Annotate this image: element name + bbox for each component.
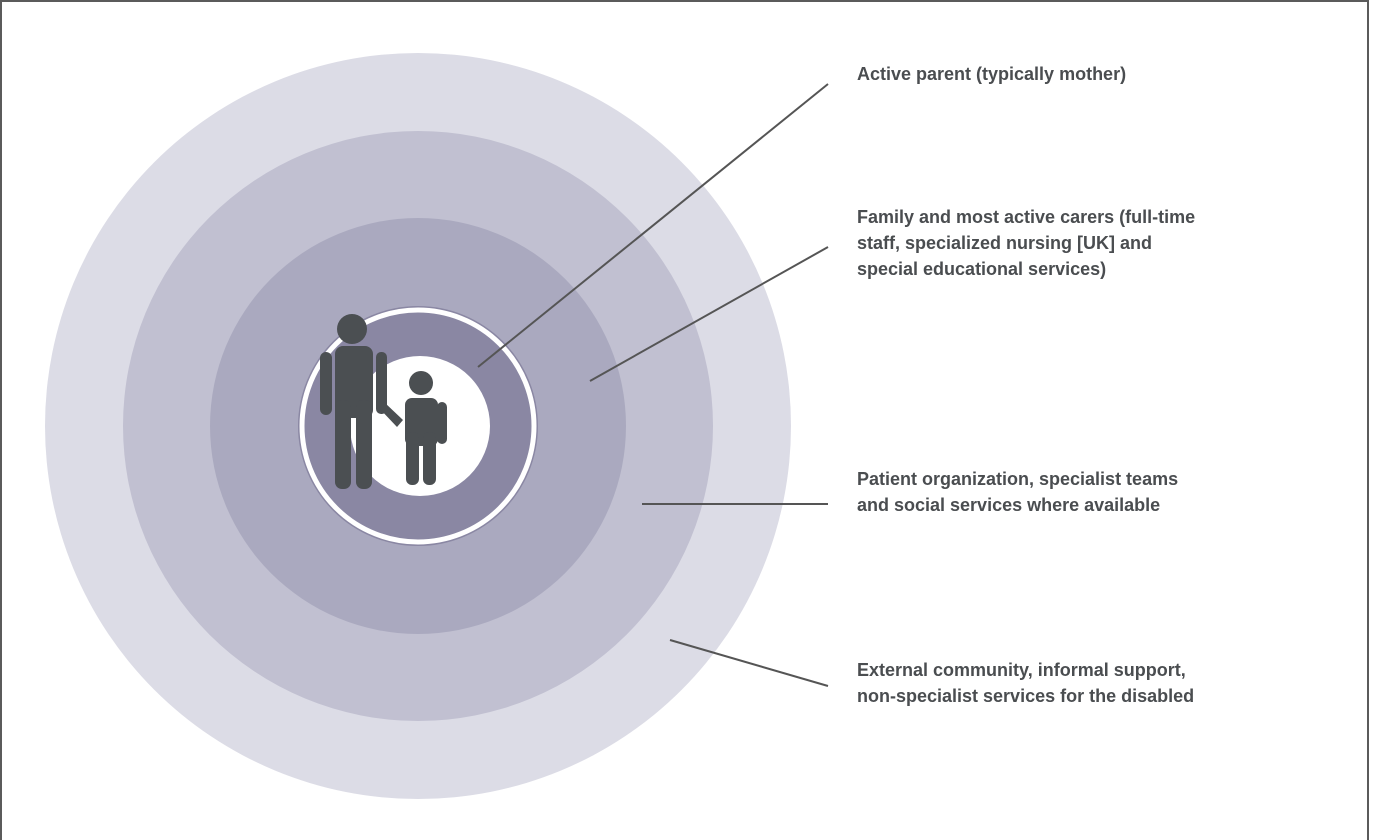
leader-lines [477,83,829,687]
leader-line-external-community [669,639,829,687]
label-family-carers: Family and most active carers (full-time… [857,207,1196,279]
ring-white-outline [299,307,537,545]
label-external-community: External community, informal support, no… [857,660,1195,706]
leader-line-active-parent [477,83,829,368]
leader-line-family-carers [589,246,829,382]
label-active-parent: Active parent (typically mother) [857,64,1127,84]
label-patient-organization: Patient organization, specialist teams a… [857,469,1179,515]
adult-and-child-holding-hands-icon [320,314,447,489]
